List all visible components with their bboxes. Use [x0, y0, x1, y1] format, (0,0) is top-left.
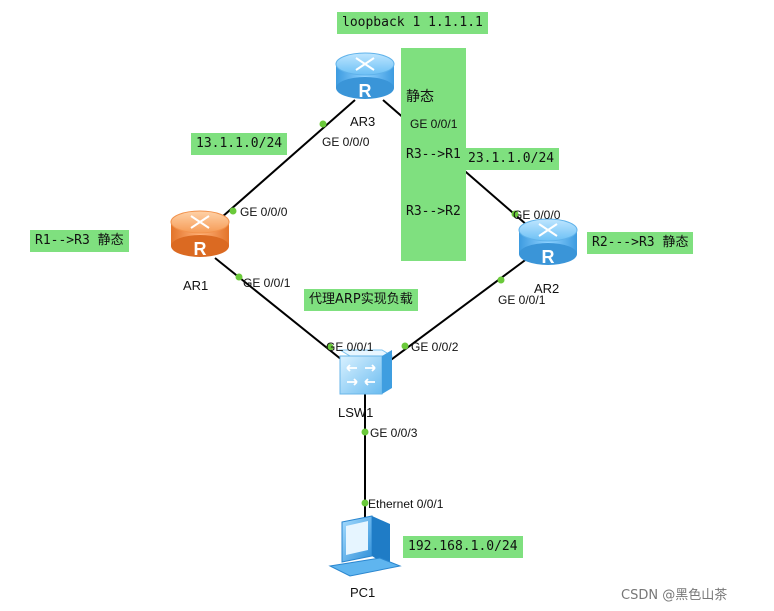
port-dot-lsw-g001 — [326, 343, 334, 351]
port-label-ar1-g000: GE 0/0/0 — [240, 205, 288, 219]
device-label-ar3: AR3 — [350, 114, 376, 129]
router-icon-ar1[interactable]: R — [170, 210, 230, 259]
router-icon-ar3[interactable]: R — [335, 52, 395, 101]
r1-static-route-note: R1-->R3 静态 — [30, 230, 129, 252]
loopback-note: loopback 1 1.1.1.1 — [337, 12, 488, 34]
port-dot-ar2-g000 — [511, 210, 519, 218]
switch-icon-lsw1[interactable] — [338, 349, 394, 395]
pc-icon-pc1[interactable] — [328, 515, 402, 577]
device-label-ar2: AR2 — [534, 281, 560, 296]
port-label-ar1-g001: GE 0/0/1 — [243, 276, 291, 290]
router-icon-ar2[interactable]: R — [518, 218, 578, 267]
network-13-note: 13.1.1.0/24 — [191, 133, 288, 155]
port-label-lsw-g003: GE 0/0/3 — [370, 426, 418, 440]
port-dot-ar1-g001 — [235, 273, 243, 281]
port-label-lsw-g001: GE 0/0/1 — [326, 340, 374, 354]
port-label-ar3-g001: GE 0/0/1 — [410, 117, 458, 131]
port-dot-lsw-g003 — [361, 428, 369, 436]
port-label-ar2-g000: GE 0/0/0 — [513, 208, 561, 222]
svg-text:R: R — [359, 81, 372, 101]
port-label-pc-eth: Ethernet 0/0/1 — [368, 497, 444, 511]
ar3-static-routes-note: 静态 R3-->R1 R3-->R2 — [401, 48, 466, 261]
port-dot-lsw-g002 — [401, 342, 409, 350]
network-23-note: 23.1.1.0/24 — [463, 148, 560, 170]
port-label-lsw-g002: GE 0/0/2 — [411, 340, 459, 354]
svg-text:R: R — [542, 247, 555, 267]
port-label-ar2-g001: GE 0/0/1 — [498, 293, 546, 307]
port-dot-ar2-g001 — [497, 276, 505, 284]
watermark: CSDN @黑色山茶 — [621, 588, 728, 603]
proxy-arp-note: 代理ARP实现负载 — [304, 289, 418, 311]
device-label-lsw1: LSW1 — [338, 405, 374, 420]
ar3-route-r1: R3-->R1 — [406, 147, 461, 162]
network-192-note: 192.168.1.0/24 — [403, 536, 523, 558]
device-label-pc1: PC1 — [350, 585, 376, 600]
port-dot-ar3-g000 — [319, 120, 327, 128]
device-label-ar1: AR1 — [183, 278, 209, 293]
link-ar2-lsw1 — [379, 257, 529, 369]
port-dot-pc-eth — [361, 499, 369, 507]
port-label-ar3-g000: GE 0/0/0 — [322, 135, 370, 149]
port-dot-ar1-g000 — [229, 207, 237, 215]
ar3-static-title: 静态 — [406, 89, 434, 105]
r2-static-route-note: R2--->R3 静态 — [587, 232, 694, 254]
ar3-route-r2: R3-->R2 — [406, 204, 461, 219]
svg-text:R: R — [194, 239, 207, 259]
